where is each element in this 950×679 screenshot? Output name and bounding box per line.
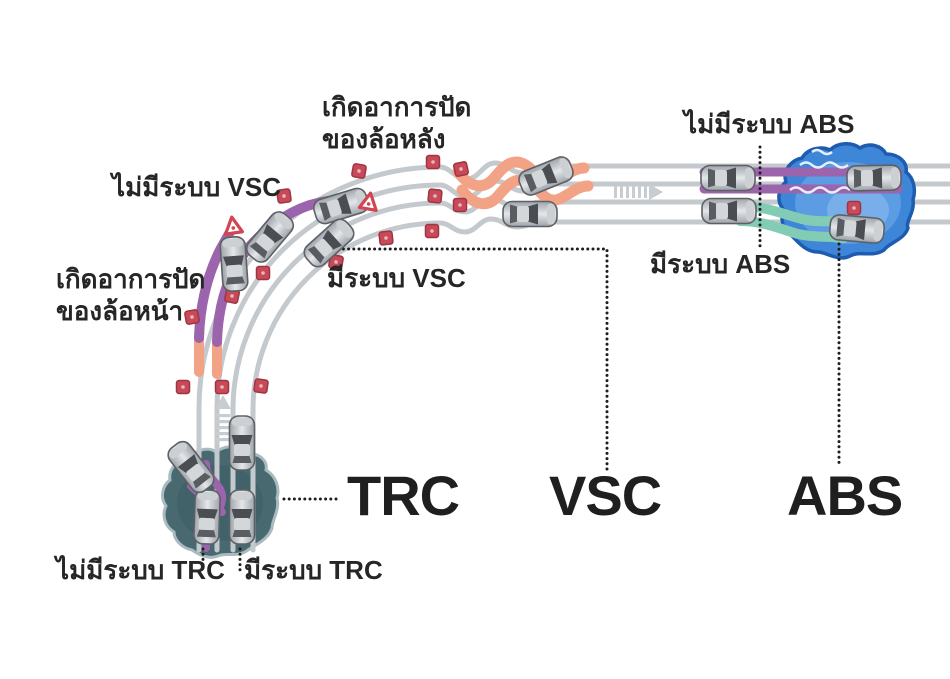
cone-marker-icon: [452, 160, 470, 178]
ice-texture: [789, 148, 851, 194]
cone-marker-icon: [452, 197, 468, 213]
label-rear-skid: เกิดอาการปัด ของล้อหลัง: [322, 92, 472, 154]
system-label-vsc: VSC: [549, 464, 662, 527]
label-no-vsc: ไม่มีระบบ VSC: [112, 172, 281, 202]
cone-marker-icon: [252, 377, 270, 395]
skid-purple-path: [194, 227, 235, 343]
cone-marker-icon: [175, 379, 191, 395]
cone-marker-icon: [427, 188, 443, 204]
warning-triangle-icon: [221, 214, 244, 236]
car-no-vsc: [218, 235, 250, 293]
system-label-trc: TRC: [347, 464, 460, 527]
label-front-skid: เกิดอาการปัด ของล้อหน้า: [56, 264, 206, 326]
cone-marker-icon: [350, 162, 368, 180]
label-no-trc: ไม่มีระบบ TRC: [56, 555, 225, 585]
label-has-vsc: มีระบบ VSC: [327, 263, 466, 293]
system-label-abs: ABS: [787, 464, 903, 527]
cone-marker-icon: [214, 379, 230, 395]
car-has-abs: [828, 213, 886, 245]
cone-marker-icon: [846, 200, 862, 216]
car-has-trc: [228, 489, 256, 545]
cone-marker-icon: [424, 223, 440, 239]
car-upper-straight: [700, 164, 756, 192]
label-has-trc: มีระบบ TRC: [244, 555, 383, 585]
vsc-connector: [331, 247, 609, 472]
car-has-vsc: [502, 200, 558, 228]
car-lower-straight: [701, 197, 757, 225]
dotted-connectors: [201, 145, 841, 573]
car-no-vsc-skid: [242, 207, 298, 267]
cone-marker-icon: [425, 154, 441, 170]
direction-arrow-up-icon: [215, 395, 231, 442]
cone-marker-icon: [378, 230, 394, 246]
car-no-abs: [845, 164, 903, 192]
direction-arrow-right-icon: [614, 184, 663, 200]
car-has-trc: [228, 415, 256, 471]
label-has-abs: มีระบบ ABS: [650, 249, 791, 279]
car-no-trc: [192, 488, 222, 546]
label-no-abs: ไม่มีระบบ ABS: [684, 109, 855, 139]
cone-marker-icon: [255, 265, 271, 281]
